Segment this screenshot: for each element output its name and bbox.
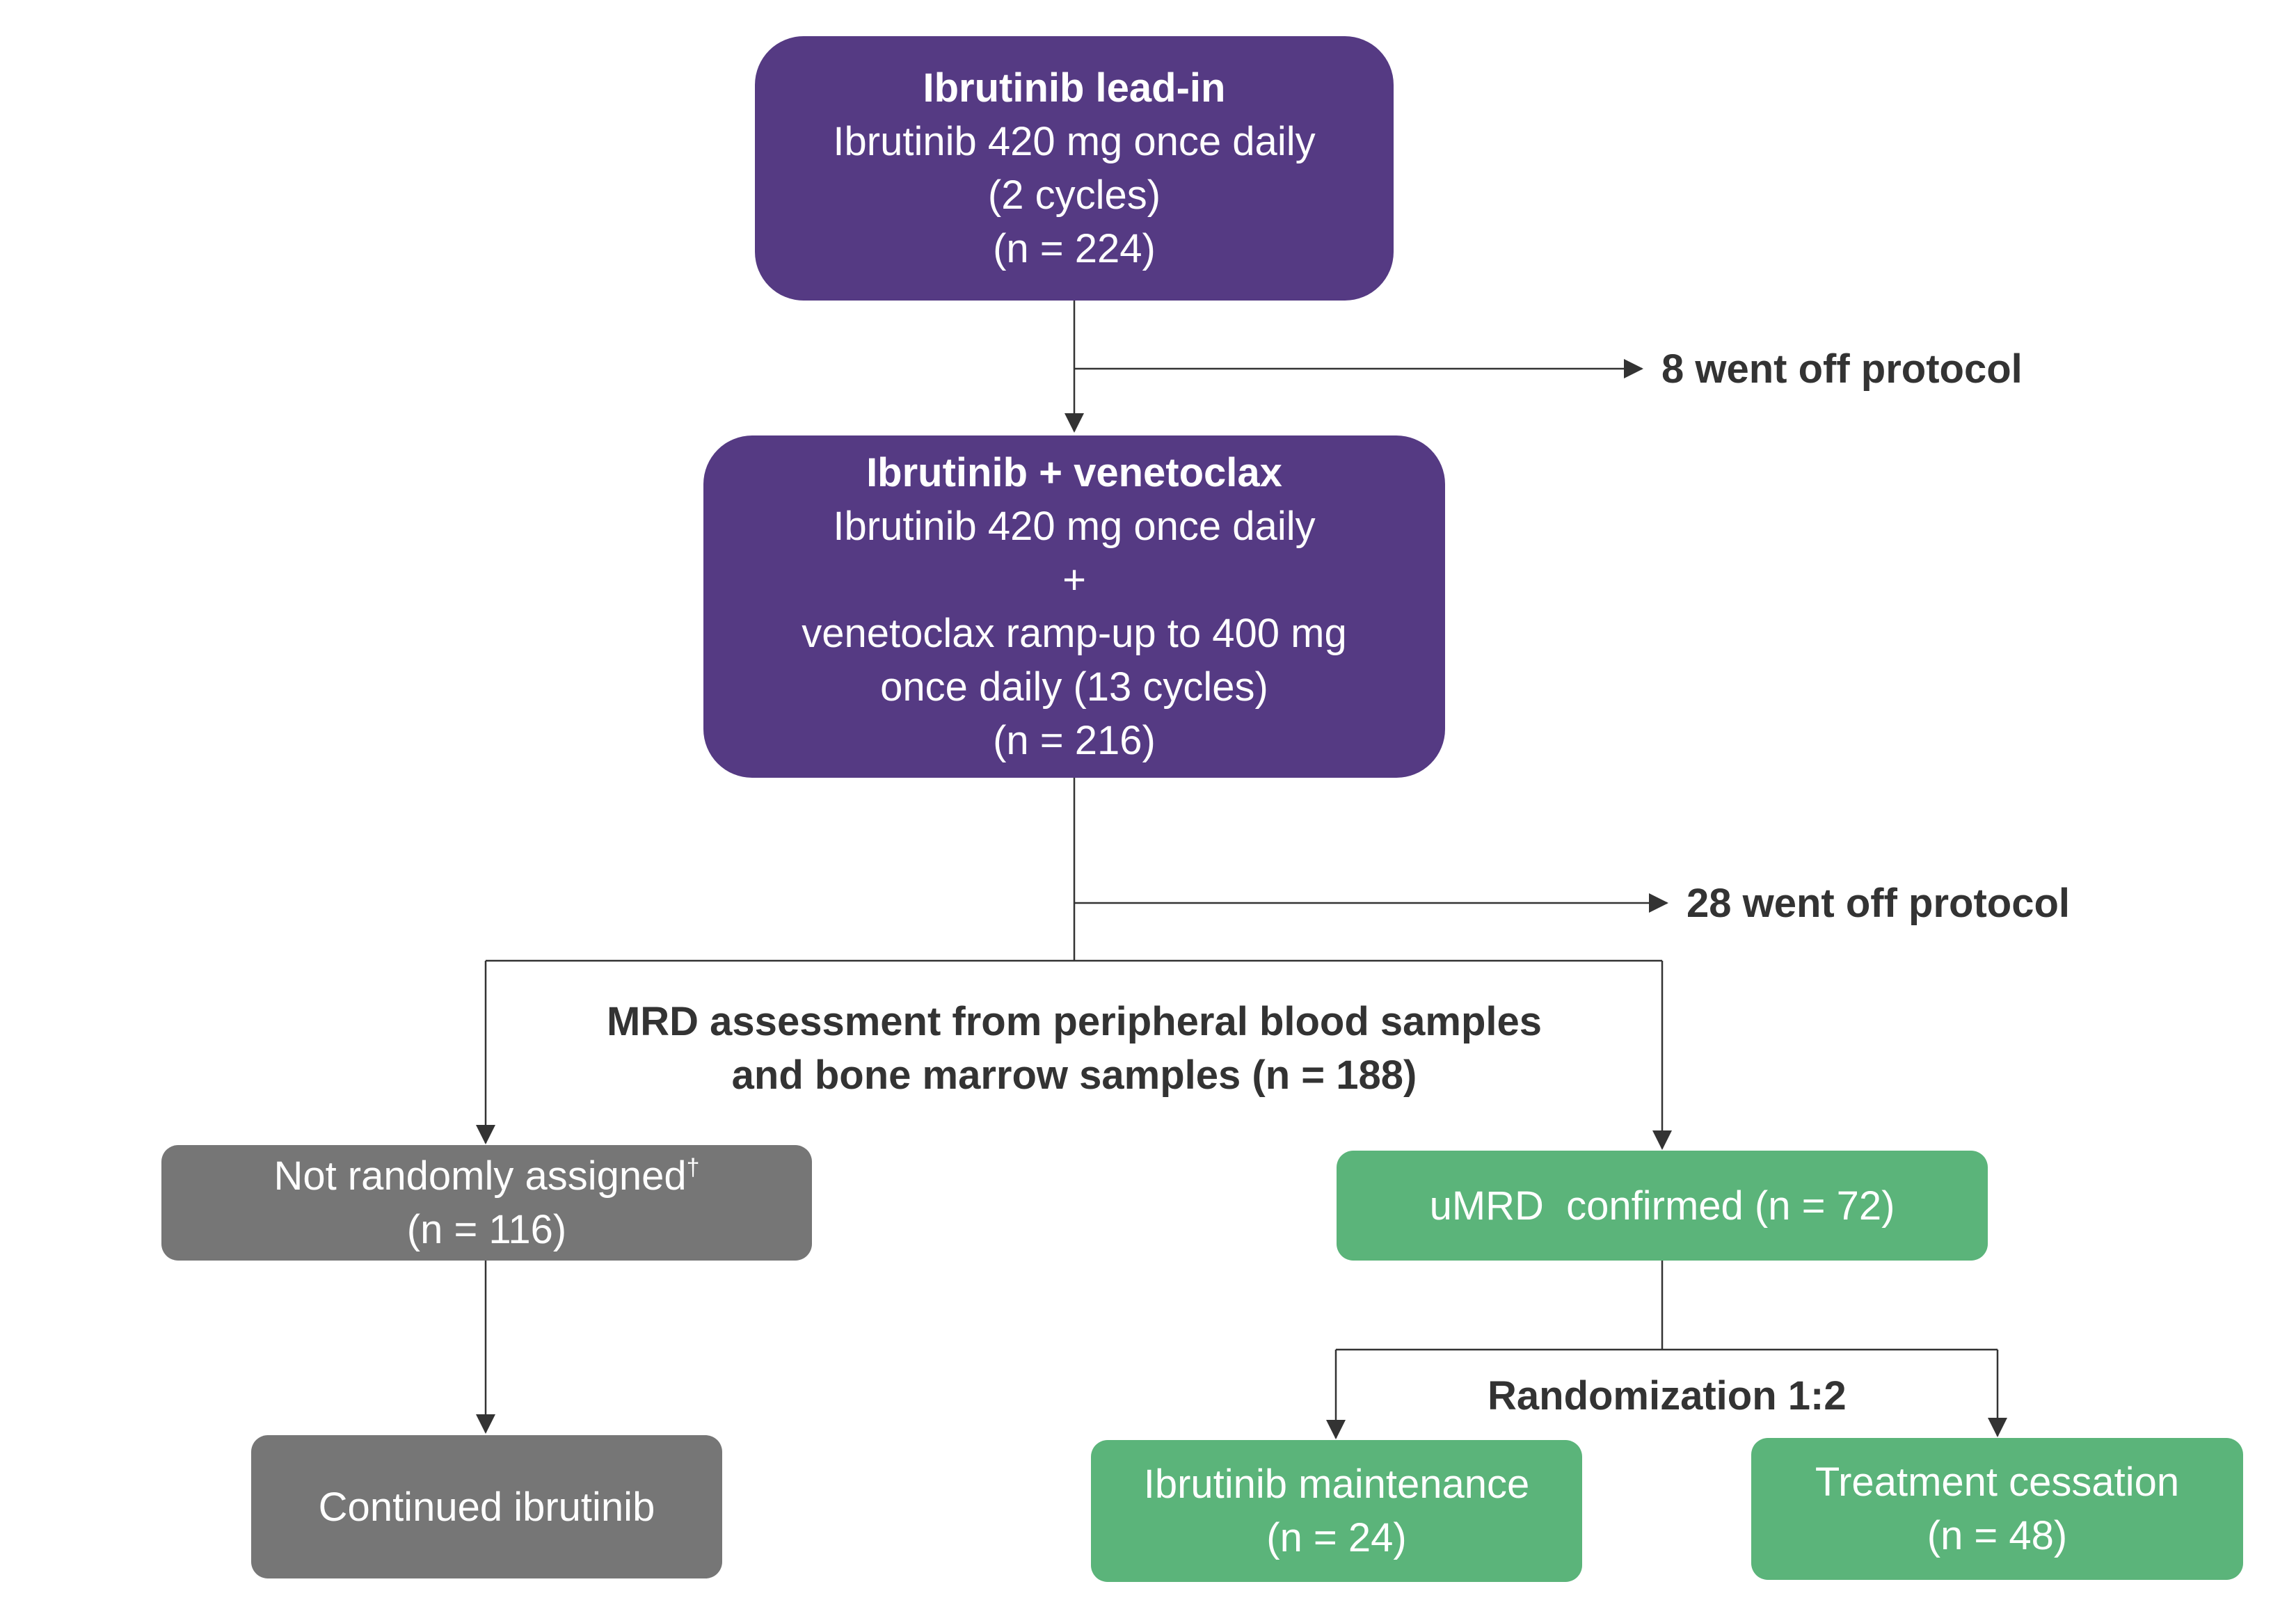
n-text: (n = 116) — [406, 1207, 567, 1252]
box-text: Continued ibrutinib — [318, 1484, 655, 1530]
box-text: uMRD confirmed (n = 72) — [1429, 1183, 1895, 1229]
box-title: Ibrutinib lead-in — [923, 65, 1226, 111]
dose-text: Ibrutinib 420 mg once daily — [833, 119, 1316, 164]
mrd-line-1: MRD assessment from peripheral blood sam… — [606, 999, 1542, 1044]
box-ibrutinib-venetoclax: Ibrutinib + venetoclax Ibrutinib 420 mg … — [703, 435, 1445, 778]
not-randomized-label: Not randomly assigned — [273, 1153, 687, 1199]
label-off-protocol-2: 28 went off protocol — [1687, 881, 2070, 926]
dagger-footnote: † — [686, 1154, 700, 1181]
n-text: (n = 216) — [993, 718, 1156, 763]
box-ibrutinib-maintenance: Ibrutinib maintenance (n = 24) — [1091, 1440, 1582, 1582]
label-off-protocol-1: 8 went off protocol — [1661, 346, 2023, 392]
box-text: Not randomly assigned† — [273, 1149, 699, 1203]
plus-text: + — [1062, 557, 1086, 602]
n-text: (n = 24) — [1266, 1515, 1407, 1560]
box-not-randomly-assigned: Not randomly assigned† (n = 116) — [161, 1145, 812, 1261]
box-text: Treatment cessation — [1815, 1460, 2180, 1505]
box-ibrutinib-lead-in: Ibrutinib lead-in Ibrutinib 420 mg once … — [755, 36, 1394, 301]
n-text: (n = 48) — [1927, 1513, 2068, 1558]
cycles-text: once daily (13 cycles) — [880, 664, 1268, 710]
box-text: Ibrutinib maintenance — [1143, 1462, 1530, 1507]
cycles-text: (2 cycles) — [987, 173, 1161, 218]
box-continued-ibrutinib: Continued ibrutinib — [251, 1435, 722, 1578]
box-umrd-confirmed: uMRD confirmed (n = 72) — [1337, 1151, 1988, 1261]
n-text: (n = 224) — [993, 226, 1156, 271]
box-title: Ibrutinib + venetoclax — [866, 450, 1282, 495]
label-mrd-assessment: MRD assessment from peripheral blood sam… — [518, 995, 1631, 1102]
mrd-line-2: and bone marrow samples (n = 188) — [731, 1053, 1417, 1098]
dose-text: Ibrutinib 420 mg once daily — [833, 504, 1316, 549]
label-randomization: Randomization 1:2 — [1488, 1373, 1847, 1418]
box-treatment-cessation: Treatment cessation (n = 48) — [1751, 1438, 2243, 1580]
venetoclax-text: venetoclax ramp-up to 400 mg — [802, 611, 1347, 656]
